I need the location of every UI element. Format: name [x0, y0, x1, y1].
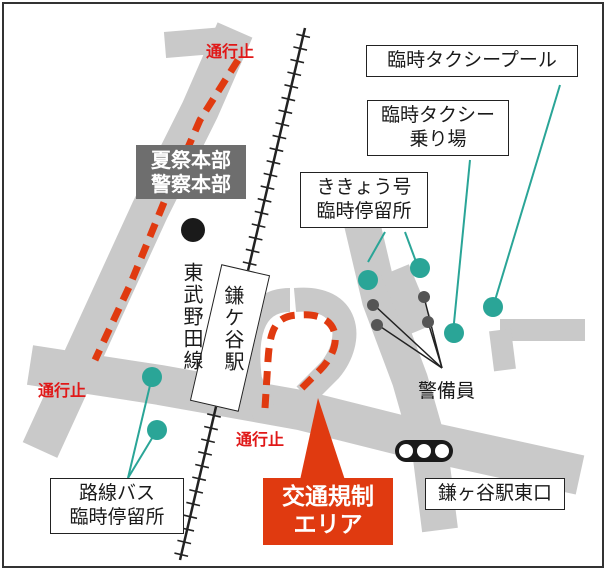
rail-tick	[287, 71, 302, 77]
bus-stop-marker-icon-2	[147, 420, 167, 440]
rail-tick	[195, 463, 210, 469]
roads	[22, 22, 585, 533]
leader-taxi-pool	[492, 84, 561, 308]
road-east-stub-2	[489, 328, 516, 372]
rail-tick	[257, 197, 272, 203]
rail-tick	[254, 210, 269, 216]
regulation-pointer	[300, 398, 345, 480]
rail-tick	[278, 109, 293, 115]
railway-line-name: 東武野田線	[180, 262, 204, 372]
rail-tick	[174, 552, 189, 558]
regulation-area-line2: エリア	[293, 511, 363, 538]
rail-tick	[203, 425, 218, 431]
road-top-stub	[163, 27, 227, 58]
kikyou-stop-marker-icon-2	[410, 258, 430, 278]
rail-tick	[206, 413, 221, 418]
rail-tick	[248, 235, 263, 241]
bus-stop-line1: 路線バス	[78, 482, 155, 504]
rail-tick	[275, 121, 290, 127]
rail-tick	[260, 185, 275, 191]
closure-routes	[91, 58, 339, 409]
leader-bus-1	[127, 376, 153, 479]
guard-leader-1	[373, 304, 443, 369]
taxi-pool-label: 臨時タクシープール	[366, 45, 578, 77]
taxi-stand-marker-icon	[444, 323, 464, 343]
kikyou-stop-marker-icon	[358, 270, 378, 290]
regulation-area-line1: 交通規制	[282, 484, 374, 510]
leader-kikyou-1	[367, 231, 386, 263]
guard-icon-3	[418, 291, 430, 303]
rail-tick	[189, 489, 204, 494]
guard-leader-4	[427, 321, 443, 369]
guard-leader-2	[377, 324, 443, 369]
rail-tick	[245, 248, 260, 254]
signal-label-text: 鎌ヶ谷駅東口	[437, 482, 552, 504]
kikyou-stop-line2: 臨時停留所	[316, 199, 412, 222]
rail-tick	[296, 33, 311, 39]
leader-taxi-stand	[452, 159, 471, 334]
rail-tick	[272, 134, 287, 140]
hq-point-icon	[181, 218, 205, 242]
rail-tick	[290, 58, 305, 64]
rail-tick	[266, 159, 281, 165]
rail-tick	[263, 172, 278, 178]
bus-stop-label: 路線バス 臨時停留所	[50, 478, 184, 534]
closure-dash-northwest	[91, 58, 241, 362]
teal-markers	[142, 258, 503, 440]
signal-label: 鎌ヶ谷駅東口	[425, 478, 565, 510]
rail-tick	[269, 147, 284, 153]
guard-dots	[367, 291, 434, 331]
rail-tick	[186, 501, 201, 507]
kikyou-stop-label: ききょう号 臨時停留所	[300, 172, 428, 228]
rail-tick	[192, 476, 207, 482]
rail-tick	[284, 84, 299, 89]
hq-label-line1: 夏祭本部	[151, 148, 231, 172]
guard-icon-2	[371, 319, 383, 331]
traffic-signal-icon	[395, 440, 453, 462]
road-closed-label-south: 通行止	[236, 430, 285, 449]
bus-stop-line2: 臨時停留所	[69, 505, 165, 528]
station-name: 鎌ケ谷駅	[221, 285, 245, 373]
rail-tick	[177, 539, 192, 545]
road-closed-label-west: 通行止	[38, 381, 87, 400]
road-guard-junction	[381, 264, 434, 336]
rail-tick	[201, 438, 216, 444]
taxi-pool-marker-icon	[483, 297, 503, 317]
taxi-stand-line1: 臨時タクシー	[380, 104, 495, 126]
rail-tick	[242, 261, 257, 266]
rail-tick	[281, 96, 296, 102]
taxi-pool-text: 臨時タクシープール	[387, 49, 557, 71]
taxi-stand-line2: 乗り場	[409, 127, 467, 150]
guards-label: 警備員	[418, 380, 476, 402]
kikyou-stop-line1: ききょう号	[316, 176, 412, 198]
guard-icon-1	[367, 299, 379, 311]
hq-label-line2: 警察本部	[151, 172, 231, 196]
road-closed-label-north: 通行止	[206, 42, 255, 61]
guard-leaders	[373, 296, 443, 369]
taxi-stand-label: 臨時タクシー 乗り場	[367, 100, 509, 156]
road-loop-east	[293, 287, 357, 404]
rail-tick	[293, 46, 308, 51]
hq-label: 夏祭本部 警察本部	[136, 145, 246, 199]
regulation-area-label: 交通規制 エリア	[263, 478, 393, 546]
rail-tick	[251, 223, 266, 228]
bus-stop-marker-icon	[142, 367, 162, 387]
rail-tick	[183, 514, 198, 520]
road-main-east-west	[26, 345, 585, 495]
rail-tick	[198, 451, 213, 456]
guard-icon-4	[422, 316, 434, 328]
